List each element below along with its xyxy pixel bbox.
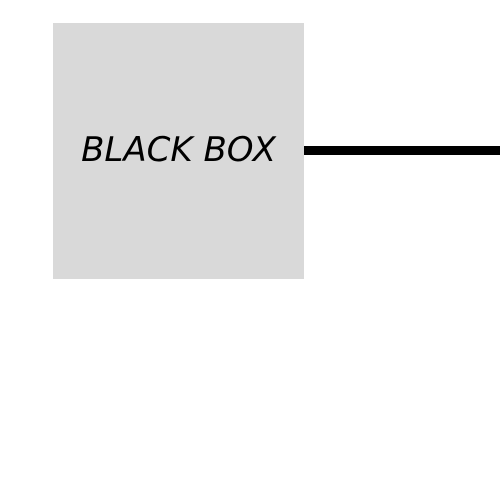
black-box-label: BLACK BOX	[81, 130, 276, 170]
black-box-node: BLACK BOX	[53, 23, 304, 279]
output-connector-line	[304, 146, 500, 155]
